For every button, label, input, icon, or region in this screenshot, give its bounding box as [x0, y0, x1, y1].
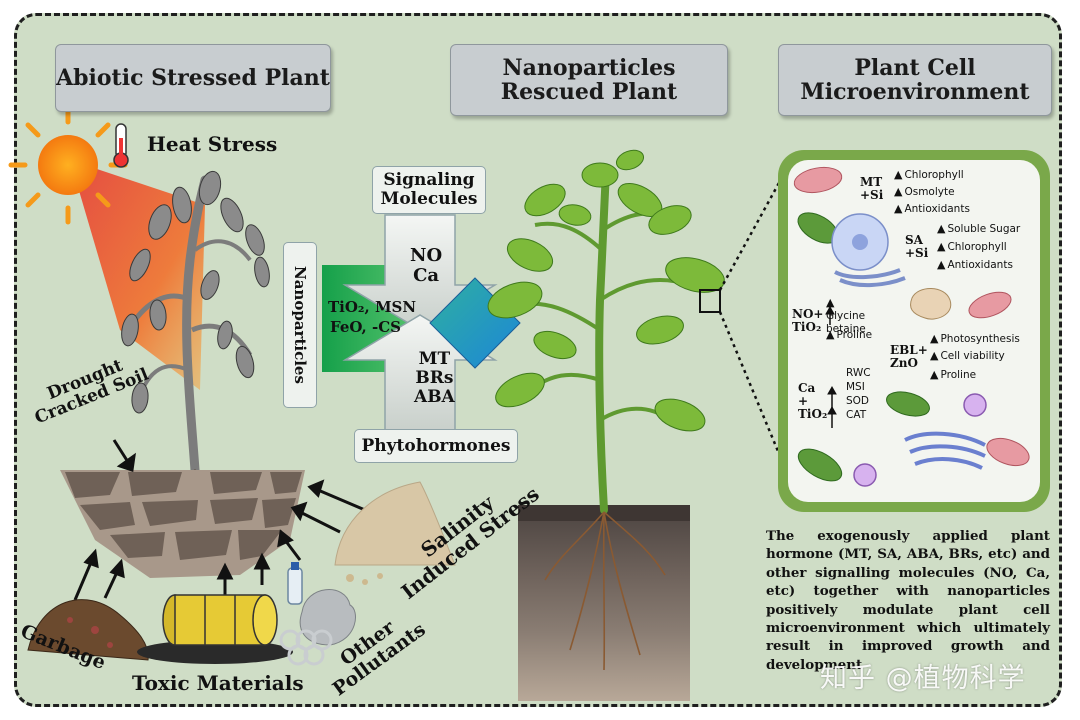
header-nanoparticles-rescued-plant: Nanoparticles Rescued Plant [450, 44, 728, 116]
stress-arrows [73, 439, 366, 601]
np-line-2: FeO, -CS [330, 318, 402, 336]
salt-pile [334, 481, 456, 566]
effect-item: ▲Osmolyte [894, 185, 955, 198]
effect-key: MT +Si [860, 175, 884, 202]
effect-item: ▲Cell viability [930, 349, 1005, 362]
effect-key: SA +Si [905, 233, 929, 260]
np-line-1: TiO₂, MSN [328, 298, 417, 316]
effect-item: ▲Proline [930, 368, 977, 381]
er-icon [834, 268, 906, 288]
no-ca-label: NO Ca [410, 245, 443, 286]
mt-brs-aba-label: MT BRs ABA [414, 349, 455, 407]
effect-item: RWC [846, 367, 871, 379]
effect-item: SOD [846, 395, 870, 407]
vesicle-icon [963, 393, 987, 417]
effect-item: ▲Chlorophyll [937, 240, 1007, 253]
effect-item: ▲Glycine betaine [826, 296, 866, 335]
thermometer-icon [113, 123, 129, 168]
effect-item: CAT [846, 409, 867, 421]
phytohormones-box: Phytohormones [354, 429, 518, 463]
cracked-soil [60, 470, 305, 578]
effect-key: Ca + TiO₂ [798, 381, 828, 421]
rescued-plant [487, 149, 787, 701]
nucleus-icon [831, 213, 889, 271]
golgi-icon [904, 431, 986, 470]
effect-item: ▲Antioxidants [894, 202, 970, 215]
effect-item: ▲Soluble Sugar [937, 222, 1021, 235]
heat-stress-label: Heat Stress [147, 132, 278, 156]
toxic-barrel [162, 594, 278, 646]
effect-item: ▲Proline [826, 328, 873, 341]
toxic-spill [137, 640, 293, 664]
toxic-materials-label: Toxic Materials [132, 671, 304, 695]
zoom-marker [699, 289, 721, 313]
effect-item: ▲Photosynthesis [930, 332, 1020, 345]
nanoparticles-box: Nanoparticles [283, 242, 317, 408]
plant-cell [778, 150, 1050, 512]
stressed-plant [121, 170, 270, 557]
effect-key: NO+ TiO₂ [792, 307, 824, 334]
sun-icon [8, 105, 128, 225]
vacuole-icon [910, 288, 952, 320]
effect-item: ▲Antioxidants [937, 258, 1013, 271]
header-abiotic-stressed-plant: Abiotic Stressed Plant [55, 44, 331, 112]
effect-key: EBL+ ZnO [890, 343, 928, 370]
effect-item: ▲Chlorophyll [894, 168, 964, 181]
chloroplast-icon [797, 212, 930, 482]
plastic-bottle [287, 562, 303, 605]
effect-item: MSI [846, 381, 865, 393]
mitochondria-icon [793, 166, 1030, 467]
watermark: 知乎 @植物科学 [820, 663, 1026, 694]
signaling-molecules-box: Signaling Molecules [372, 166, 486, 214]
plastic-bag [299, 589, 356, 646]
description-paragraph: The exogenously applied plant hormone (M… [766, 528, 1050, 673]
plastic-rings [279, 629, 333, 666]
header-plant-cell-microenvironment: Plant Cell Microenvironment [778, 44, 1052, 116]
